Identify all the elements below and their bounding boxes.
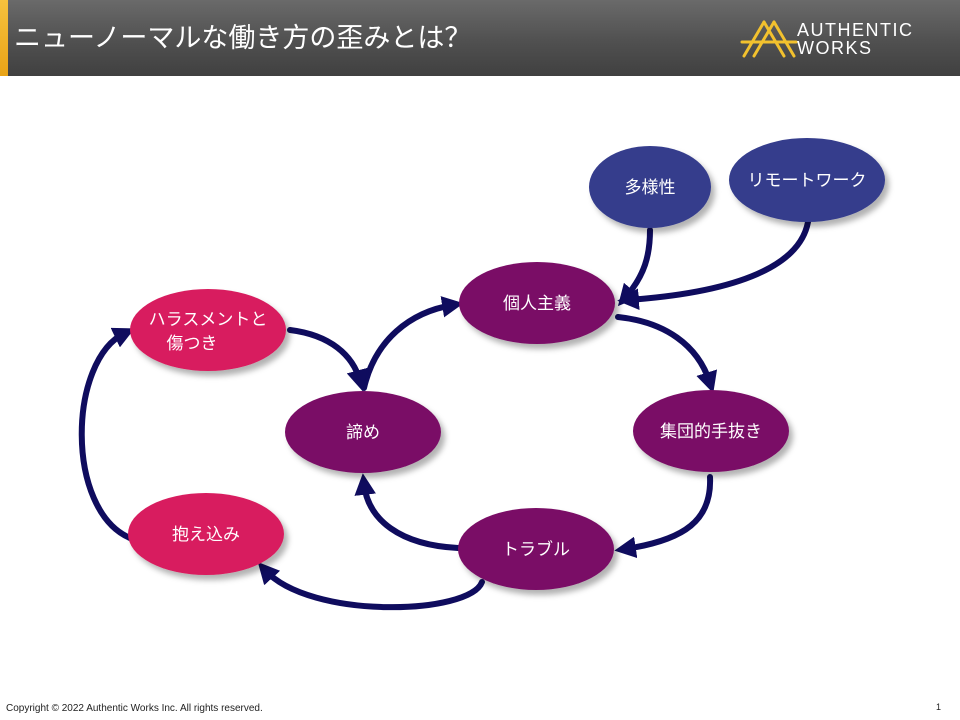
- node-diversity-label: 多様性: [625, 178, 676, 198]
- page-title: ニューノーマルな働き方の歪みとは？: [14, 23, 472, 54]
- node-harassment-label-line2: 傷つき: [167, 334, 218, 354]
- node-individualism-label: 個人主義: [503, 294, 571, 314]
- arrow-slacking-to-trouble: [614, 474, 714, 559]
- company-logo: AUTHENTIC WORKS: [740, 18, 940, 60]
- arrow-resignation-to-individualism: [361, 296, 464, 391]
- arrow-holding-in-to-harassment: [78, 327, 135, 541]
- header-bar: ニューノーマルな働き方の歪みとは？ AUTHENTIC WORKS: [0, 0, 960, 76]
- node-harassment-label-line1: ハラスメントと: [149, 310, 268, 330]
- logo-mark-icon: [740, 20, 798, 58]
- node-resignation: 諦め: [285, 391, 441, 473]
- node-harassment: ハラスメントと 傷つき: [130, 289, 286, 371]
- node-collective-slacking-label: 集団的手抜き: [660, 422, 762, 442]
- footer-copyright: Copyright © 2022 Authentic Works Inc. Al…: [6, 703, 263, 714]
- logo-line-2: WORKS: [797, 38, 873, 58]
- arrow-diversity-to-individualism: [617, 227, 653, 307]
- node-trouble: トラブル: [458, 508, 614, 590]
- node-individualism: 個人主義: [459, 262, 615, 344]
- node-remote-work: リモートワーク: [729, 138, 885, 222]
- arrow-trouble-to-holding-in: [257, 561, 485, 611]
- header-accent-stripe: [0, 0, 8, 76]
- page-number: 1: [936, 702, 942, 712]
- arrow-remote-to-individualism: [617, 219, 811, 311]
- node-collective-slacking: 集団的手抜き: [633, 390, 789, 472]
- logo-line-1: AUTHENTIC: [797, 20, 914, 40]
- arrow-individualism-to-slacking: [615, 314, 718, 394]
- logo-wordmark: AUTHENTIC WORKS: [797, 21, 914, 57]
- node-diversity: 多様性: [589, 146, 711, 228]
- node-trouble-label: トラブル: [502, 539, 570, 560]
- node-resignation-label: 諦め: [346, 423, 380, 443]
- node-holding-in-label: 抱え込み: [172, 525, 240, 545]
- node-holding-in: 抱え込み: [128, 493, 284, 575]
- arrow-trouble-to-resignation: [354, 473, 461, 551]
- arrow-harassment-to-resignation: [287, 327, 368, 392]
- node-remote-work-label: リモートワーク: [748, 171, 867, 191]
